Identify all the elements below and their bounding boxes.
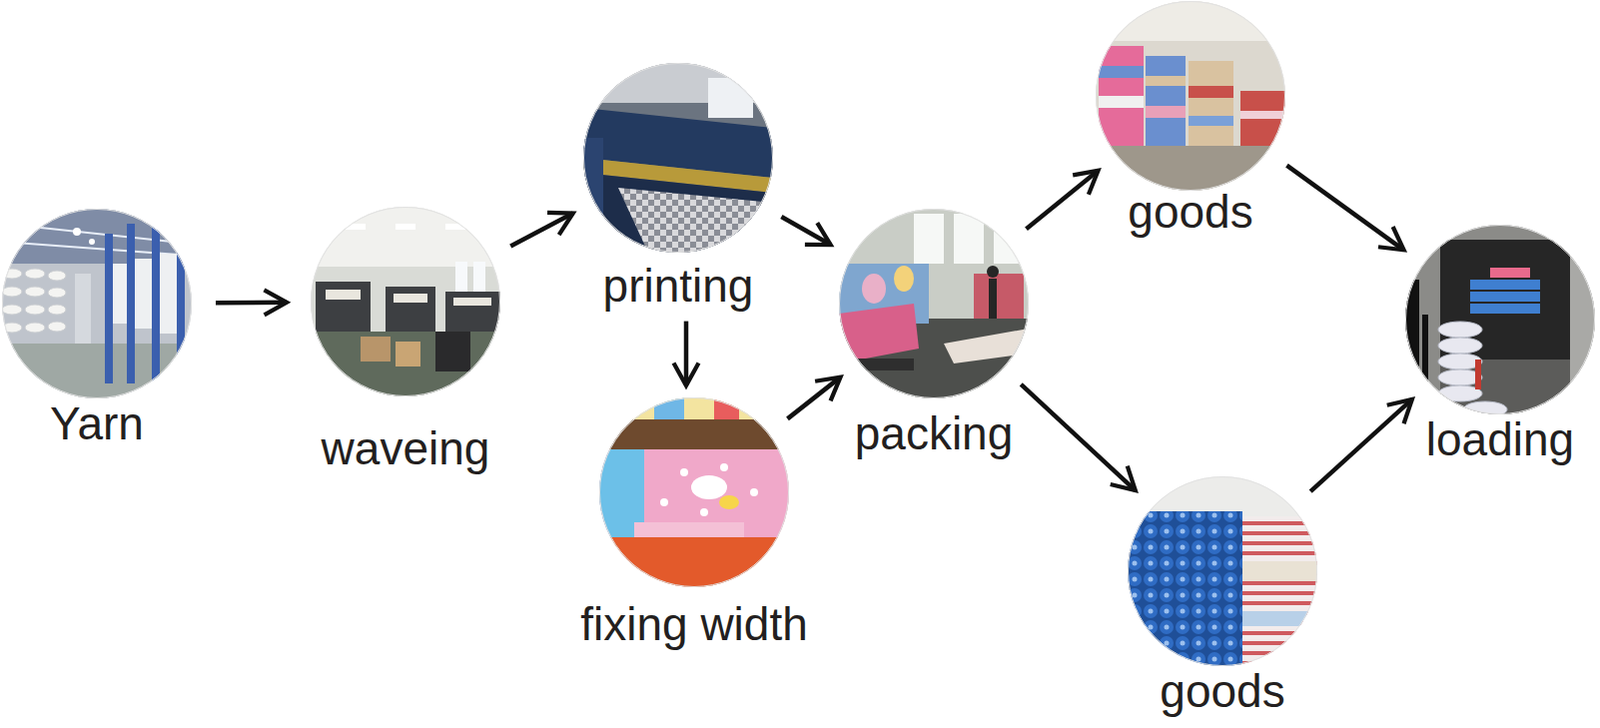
step-label: fixing width bbox=[580, 599, 808, 651]
goods-photo bbox=[1127, 476, 1318, 667]
step-label: loading bbox=[1426, 414, 1575, 466]
step-label: goods bbox=[1159, 666, 1285, 718]
circle-border bbox=[311, 207, 501, 397]
flow-arrow bbox=[215, 300, 287, 306]
step-label: waveing bbox=[321, 423, 491, 475]
circle-outline bbox=[1127, 476, 1318, 667]
fixing-width-photo bbox=[599, 397, 790, 588]
printing-photo bbox=[583, 62, 774, 253]
flow-arrow bbox=[684, 321, 690, 386]
flow-arrow bbox=[787, 377, 840, 420]
flow-arrow bbox=[781, 216, 830, 245]
circle-outline bbox=[583, 62, 774, 253]
process-circle: fixing width bbox=[575, 397, 813, 651]
process-circle: printing bbox=[583, 62, 774, 312]
circle-outline bbox=[599, 397, 790, 588]
flow-arrow bbox=[510, 213, 573, 247]
loading-photo bbox=[1405, 224, 1596, 418]
process-circle: goods bbox=[1095, 0, 1286, 238]
weaving-photo bbox=[310, 206, 501, 397]
step-label: packing bbox=[854, 408, 1014, 460]
packing-photo bbox=[838, 208, 1029, 399]
process-circle: packing bbox=[838, 208, 1029, 460]
circle-border bbox=[1406, 225, 1596, 415]
circle-border bbox=[2, 209, 192, 399]
circle-border bbox=[600, 398, 790, 588]
flow-arrow bbox=[1020, 384, 1135, 491]
circle-border bbox=[839, 209, 1029, 399]
goods-photo bbox=[1095, 0, 1286, 191]
circle-outline bbox=[1, 208, 192, 399]
process-circle: waveing bbox=[310, 206, 501, 475]
step-label: printing bbox=[603, 260, 755, 312]
step-label: goods bbox=[1127, 186, 1253, 238]
circle-outline bbox=[838, 208, 1029, 399]
flow-arrow bbox=[1286, 165, 1404, 251]
flow-arrow bbox=[1026, 170, 1099, 229]
circle-border bbox=[584, 63, 774, 253]
circle-border bbox=[1096, 1, 1286, 191]
circle-border bbox=[1128, 477, 1318, 667]
flow-arrow bbox=[1310, 399, 1413, 492]
process-circle: loading bbox=[1405, 224, 1596, 466]
process-circle: Yarn bbox=[1, 208, 192, 450]
step-label: Yarn bbox=[49, 398, 144, 450]
process-circle: goods bbox=[1127, 476, 1318, 718]
yarn-photo bbox=[1, 208, 192, 399]
circle-outline bbox=[1095, 0, 1286, 191]
circle-outline bbox=[1405, 224, 1596, 415]
circle-outline bbox=[310, 206, 501, 397]
